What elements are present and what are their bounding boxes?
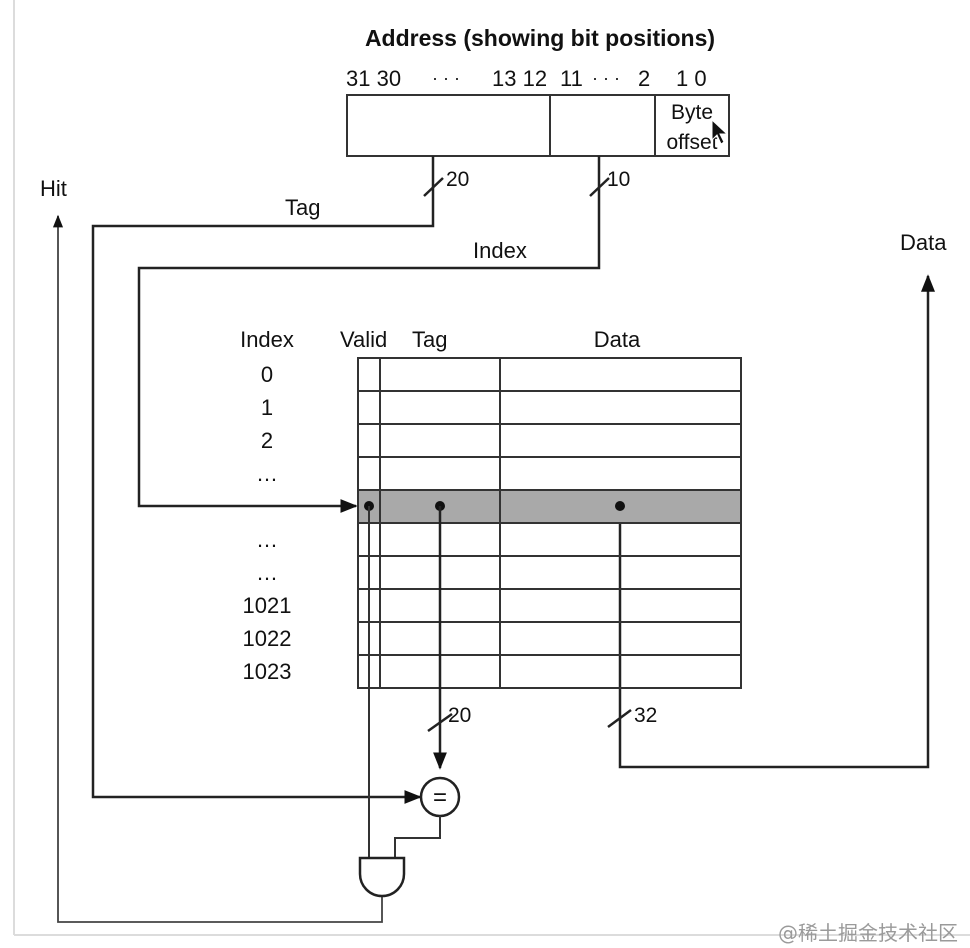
row-index-label: 0: [261, 362, 273, 387]
mouse-cursor-icon: [711, 118, 729, 145]
row-index-label: …: [256, 560, 278, 585]
row-index-label: 2: [261, 428, 273, 453]
byte-offset-line2: offset: [667, 131, 718, 154]
row-index-label: 1: [261, 395, 273, 420]
and-gate: [358, 856, 406, 898]
address-title: Address (showing bit positions): [365, 25, 715, 51]
tag-width-slash: [423, 177, 444, 197]
row-index-label: …: [256, 461, 278, 486]
data-output-label: Data: [900, 230, 947, 255]
hit-output-label: Hit: [40, 176, 67, 201]
column-header-valid: Valid: [340, 327, 387, 352]
bit-dots-low: · · ·: [592, 68, 620, 88]
column-header-tag: Tag: [412, 327, 447, 352]
bit-label-1-0: 1 0: [676, 66, 707, 91]
cache-table: [357, 357, 742, 689]
index-wire: [137, 156, 601, 513]
match-wire: [394, 816, 441, 858]
row-index-labels: 0 1 2 … … … 1021 1022 1023: [243, 362, 292, 684]
data-tap-dot: [615, 501, 625, 511]
comparator-symbol: =: [433, 784, 447, 811]
byte-offset-line1: Byte: [671, 101, 713, 124]
row-index-label: 1023: [243, 659, 292, 684]
row-index-label: 1022: [243, 626, 292, 651]
column-header-data: Data: [594, 327, 641, 352]
row-index-label: 1021: [243, 593, 292, 618]
selected-cache-row: [358, 490, 741, 523]
bit-label-31-30: 31 30: [346, 66, 401, 91]
tag-signal-label: Tag: [285, 195, 320, 220]
tag-width-label: 20: [446, 168, 469, 191]
column-header-index: Index: [240, 327, 294, 352]
stored-tag-width-slash: [427, 712, 453, 733]
bit-label-11: 11: [560, 66, 583, 91]
bit-dots-high: · · ·: [432, 68, 460, 88]
row-index-label: …: [256, 527, 278, 552]
index-width-slash: [589, 177, 610, 197]
bit-label-13-12: 13 12: [492, 66, 547, 91]
data-width-slash: [607, 708, 632, 729]
bit-label-2: 2: [638, 66, 650, 91]
hit-wire: [52, 214, 383, 923]
tag-wire: [91, 156, 435, 804]
index-signal-label: Index: [473, 238, 527, 263]
watermark: @稀土掘金技术社区: [778, 921, 958, 945]
stored-tag-width-label: 20: [448, 704, 471, 727]
data-width-label: 32: [634, 704, 657, 727]
address-register: [346, 94, 730, 157]
index-width-label: 10: [607, 168, 630, 191]
data-wire: [618, 274, 935, 769]
